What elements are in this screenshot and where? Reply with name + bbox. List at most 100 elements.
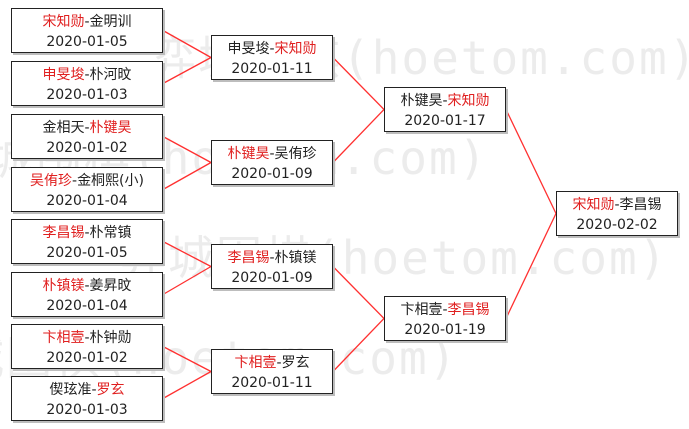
match-box: 宋知勋-李昌锡 2020-02-02 bbox=[556, 191, 678, 236]
match-box: 朴镇镁-姜昇旼 2020-01-04 bbox=[11, 272, 163, 317]
player-name: 朴镇镁 bbox=[274, 250, 317, 266]
match-box: 申旻埈-宋知勋 2020-01-11 bbox=[211, 35, 333, 80]
connector-line bbox=[162, 370, 212, 400]
connector-line bbox=[332, 57, 385, 110]
match-players: 宋知勋-金明训 bbox=[12, 12, 162, 32]
match-date: 2020-01-17 bbox=[404, 113, 486, 129]
match-box: 朴键昊-宋知勋 2020-01-17 bbox=[384, 87, 506, 132]
match-box: 李昌锡-朴镇镁 2020-01-09 bbox=[211, 244, 333, 289]
match-date: 2020-01-11 bbox=[231, 375, 313, 391]
match-box: 金相天-朴键昊 2020-01-02 bbox=[11, 114, 163, 159]
player-name: 卞相壹 bbox=[400, 302, 443, 318]
match-players: 卞相壹-李昌锡 bbox=[385, 300, 505, 320]
winner-name: 朴键昊 bbox=[227, 146, 270, 162]
winner-name: 朴键昊 bbox=[89, 120, 132, 136]
winner-name: 李昌锡 bbox=[227, 250, 270, 266]
player-name: 金明训 bbox=[89, 14, 132, 30]
name-separator: - bbox=[84, 120, 90, 136]
connector-line bbox=[162, 29, 212, 59]
name-separator: - bbox=[84, 278, 90, 294]
match-players: 李昌锡-朴镇镁 bbox=[212, 248, 332, 268]
match-date: 2020-01-09 bbox=[231, 166, 313, 182]
connector-line bbox=[162, 345, 212, 373]
match-players: 宋知勋-李昌锡 bbox=[557, 195, 677, 215]
winner-name: 宋知勋 bbox=[274, 41, 317, 57]
match-date: 2020-01-02 bbox=[46, 350, 128, 366]
connector-line bbox=[505, 213, 557, 319]
match-date: 2020-01-03 bbox=[46, 402, 128, 418]
match-box: 申旻埈-朴河旼 2020-01-03 bbox=[11, 61, 163, 106]
connector-line bbox=[162, 56, 212, 85]
match-date: 2020-01-02 bbox=[46, 140, 128, 156]
match-date: 2020-01-03 bbox=[46, 87, 128, 103]
match-box: 吴侑珍-金桐熙(小) 2020-01-04 bbox=[11, 167, 163, 212]
match-players: 朴镇镁-姜昇旼 bbox=[12, 276, 162, 296]
match-players: 卞相壹-朴钟勋 bbox=[12, 328, 162, 348]
name-separator: - bbox=[84, 14, 90, 30]
name-separator: - bbox=[269, 250, 275, 266]
winner-name: 朴镇镁 bbox=[42, 278, 85, 294]
match-date: 2020-01-09 bbox=[231, 270, 313, 286]
match-box: 卞相壹-罗玄 2020-01-11 bbox=[211, 349, 333, 394]
match-box: 偰玹准-罗玄 2020-01-03 bbox=[11, 376, 163, 421]
match-players: 卞相壹-罗玄 bbox=[212, 353, 332, 373]
connector-line bbox=[332, 318, 385, 372]
winner-name: 李昌锡 bbox=[42, 225, 85, 241]
winner-name: 宋知勋 bbox=[572, 197, 615, 213]
name-separator: - bbox=[442, 302, 448, 318]
name-separator: - bbox=[442, 93, 448, 109]
connector-line bbox=[162, 240, 212, 268]
player-name: 偰玹准 bbox=[49, 382, 92, 398]
name-separator: - bbox=[614, 197, 620, 213]
match-players: 朴键昊-宋知勋 bbox=[385, 91, 505, 111]
player-name: 朴常镇 bbox=[89, 225, 132, 241]
winner-name: 申旻埈 bbox=[42, 67, 85, 83]
player-name: 金桐熙(小) bbox=[77, 173, 144, 189]
match-players: 李昌锡-朴常镇 bbox=[12, 223, 162, 243]
match-date: 2020-01-04 bbox=[46, 298, 128, 314]
player-name: 罗玄 bbox=[281, 355, 310, 371]
winner-name: 卞相壹 bbox=[42, 330, 85, 346]
winner-name: 宋知勋 bbox=[42, 14, 85, 30]
name-separator: - bbox=[269, 146, 275, 162]
match-date: 2020-01-05 bbox=[46, 34, 128, 50]
player-name: 朴键昊 bbox=[400, 93, 443, 109]
winner-name: 吴侑珍 bbox=[30, 173, 72, 189]
match-box: 朴键昊-吴侑珍 2020-01-09 bbox=[211, 140, 333, 185]
winner-name: 卞相壹 bbox=[234, 355, 277, 371]
match-date: 2020-01-05 bbox=[46, 245, 128, 261]
match-players: 申旻埈-宋知勋 bbox=[212, 39, 332, 59]
match-date: 2020-02-02 bbox=[576, 217, 658, 233]
name-separator: - bbox=[84, 330, 90, 346]
match-players: 偰玹准-罗玄 bbox=[12, 380, 162, 400]
match-players: 吴侑珍-金桐熙(小) bbox=[12, 171, 162, 191]
winner-name: 李昌锡 bbox=[447, 302, 490, 318]
match-box: 宋知勋-金明训 2020-01-05 bbox=[11, 8, 163, 53]
player-name: 李昌锡 bbox=[619, 197, 662, 213]
connector-line bbox=[162, 161, 212, 191]
player-name: 吴侑珍 bbox=[274, 146, 317, 162]
player-name: 金相天 bbox=[42, 120, 85, 136]
winner-name: 罗玄 bbox=[96, 382, 125, 398]
name-separator: - bbox=[84, 225, 90, 241]
player-name: 朴河旼 bbox=[89, 67, 132, 83]
match-players: 金相天-朴键昊 bbox=[12, 118, 162, 138]
name-separator: - bbox=[269, 41, 275, 57]
player-name: 朴钟勋 bbox=[89, 330, 132, 346]
name-separator: - bbox=[91, 382, 97, 398]
player-name: 申旻埈 bbox=[227, 41, 270, 57]
match-box: 卞相壹-朴钟勋 2020-01-02 bbox=[11, 324, 163, 369]
name-separator: - bbox=[276, 355, 282, 371]
player-name: 姜昇旼 bbox=[89, 278, 132, 294]
connector-line bbox=[162, 265, 212, 296]
name-separator: - bbox=[84, 67, 90, 83]
connector-line bbox=[332, 109, 385, 163]
match-date: 2020-01-11 bbox=[231, 61, 313, 77]
match-box: 李昌锡-朴常镇 2020-01-05 bbox=[11, 219, 163, 264]
name-separator: - bbox=[72, 173, 78, 189]
connector-line bbox=[505, 109, 557, 214]
match-players: 朴键昊-吴侑珍 bbox=[212, 144, 332, 164]
match-date: 2020-01-04 bbox=[46, 193, 128, 209]
